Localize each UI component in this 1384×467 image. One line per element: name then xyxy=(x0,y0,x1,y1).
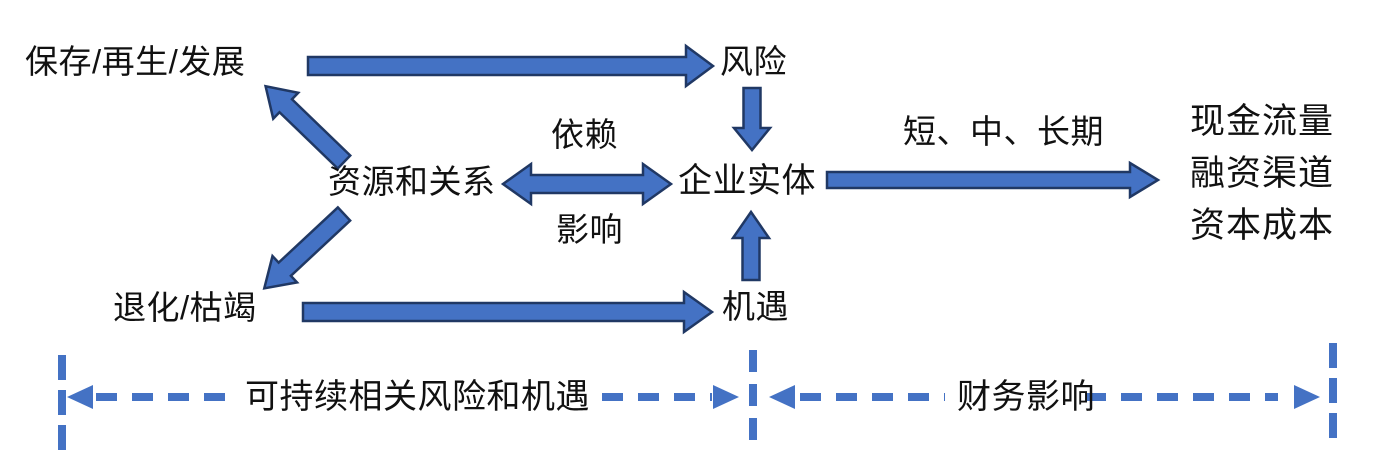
arrow-opportunity-to-entity xyxy=(730,209,772,282)
dashed-arrowhead-left-west xyxy=(67,385,93,409)
edge-label-short-mid-long-term: 短、中、长期 xyxy=(903,113,1104,150)
arrow-entity-to-financial xyxy=(825,160,1161,200)
financial-outcomes-list: 现金流量 融资渠道 资本成本 xyxy=(1190,96,1334,252)
node-resources-relationships: 资源和关系 xyxy=(328,163,496,200)
outcome-cash-flow: 现金流量 xyxy=(1190,102,1335,141)
band-label-financial-impact: 财务影响 xyxy=(957,378,1095,416)
node-risk: 风险 xyxy=(720,43,787,80)
band-label-sustainability-risks-opportunities: 可持续相关风险和机遇 xyxy=(245,378,590,416)
node-degrade-deplete: 退化/枯竭 xyxy=(113,289,257,326)
outcome-financing-channels: 融资渠道 xyxy=(1190,154,1335,193)
dashed-arrowhead-left-east xyxy=(713,385,739,409)
dashed-arrowhead-right-east xyxy=(1294,385,1320,409)
arrow-preserve-to-risk xyxy=(306,43,716,89)
node-enterprise-entity: 企业实体 xyxy=(678,162,816,200)
dashed-arrowhead-right-west xyxy=(769,385,795,409)
node-preserve-regenerate-develop: 保存/再生/发展 xyxy=(25,43,246,80)
arrow-risk-to-entity xyxy=(731,86,773,152)
edge-label-impact: 影响 xyxy=(556,211,623,248)
arrow-resources-to-degrade xyxy=(262,205,352,290)
outcome-cost-of-capital: 资本成本 xyxy=(1190,206,1335,245)
node-opportunity: 机遇 xyxy=(722,288,789,325)
arrow-resources-to-preserve xyxy=(263,84,353,171)
arrow-resources-entity-bidirectional xyxy=(500,161,674,207)
arrow-degrade-to-opportunity xyxy=(301,289,715,335)
edge-label-dependence: 依赖 xyxy=(551,116,618,153)
